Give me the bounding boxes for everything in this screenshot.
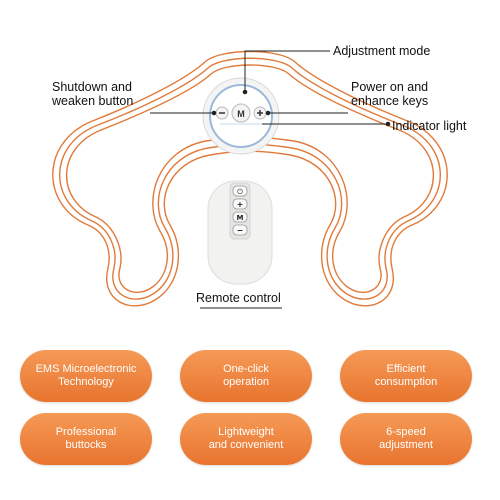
remote-plus-button[interactable]: + (232, 198, 248, 210)
feature-label: EMS Microelectronic Technology (35, 363, 137, 388)
callout-shutdown: Shutdown and weaken button (52, 80, 134, 108)
pad-outline (52, 50, 448, 307)
feature-label: 6-speed adjustment (379, 426, 433, 451)
callout-remote-control: Remote control (196, 291, 281, 305)
remote-minus-label: − (237, 226, 244, 235)
feature-label: Professional buttocks (55, 426, 117, 451)
feature-pill: 6-speed adjustment (340, 413, 472, 465)
controller-minus-button[interactable] (215, 106, 229, 120)
feature-pill: Efficient consumption (340, 350, 472, 402)
remote-mode-label: M (237, 214, 244, 222)
remote-mode-button[interactable]: M (232, 211, 248, 223)
controller-mode-button[interactable]: M (231, 103, 251, 123)
callout-adjustment-mode: Adjustment mode (333, 44, 431, 58)
remote-power-button[interactable]: ⏻ (232, 185, 248, 197)
feature-pill: Professional buttocks (20, 413, 152, 465)
feature-pill: Lightweight and convenient (180, 413, 312, 465)
leader-lines (150, 50, 391, 309)
controller-plus-button[interactable] (253, 106, 267, 120)
remote-plus-label: + (237, 200, 244, 209)
feature-label: Efficient consumption (374, 363, 438, 388)
remote-power-icon: ⏻ (237, 188, 243, 196)
feature-pill: One-click operation (180, 350, 312, 402)
controller-mode-label: M (237, 109, 245, 119)
remote-minus-button[interactable]: − (232, 224, 248, 236)
feature-pill: EMS Microelectronic Technology (20, 350, 152, 402)
callout-power-on: Power on and enhance keys (351, 80, 429, 108)
feature-label: One-click operation (223, 363, 269, 388)
callout-indicator-light: Indicator light (392, 119, 467, 133)
feature-label: Lightweight and convenient (208, 426, 284, 451)
